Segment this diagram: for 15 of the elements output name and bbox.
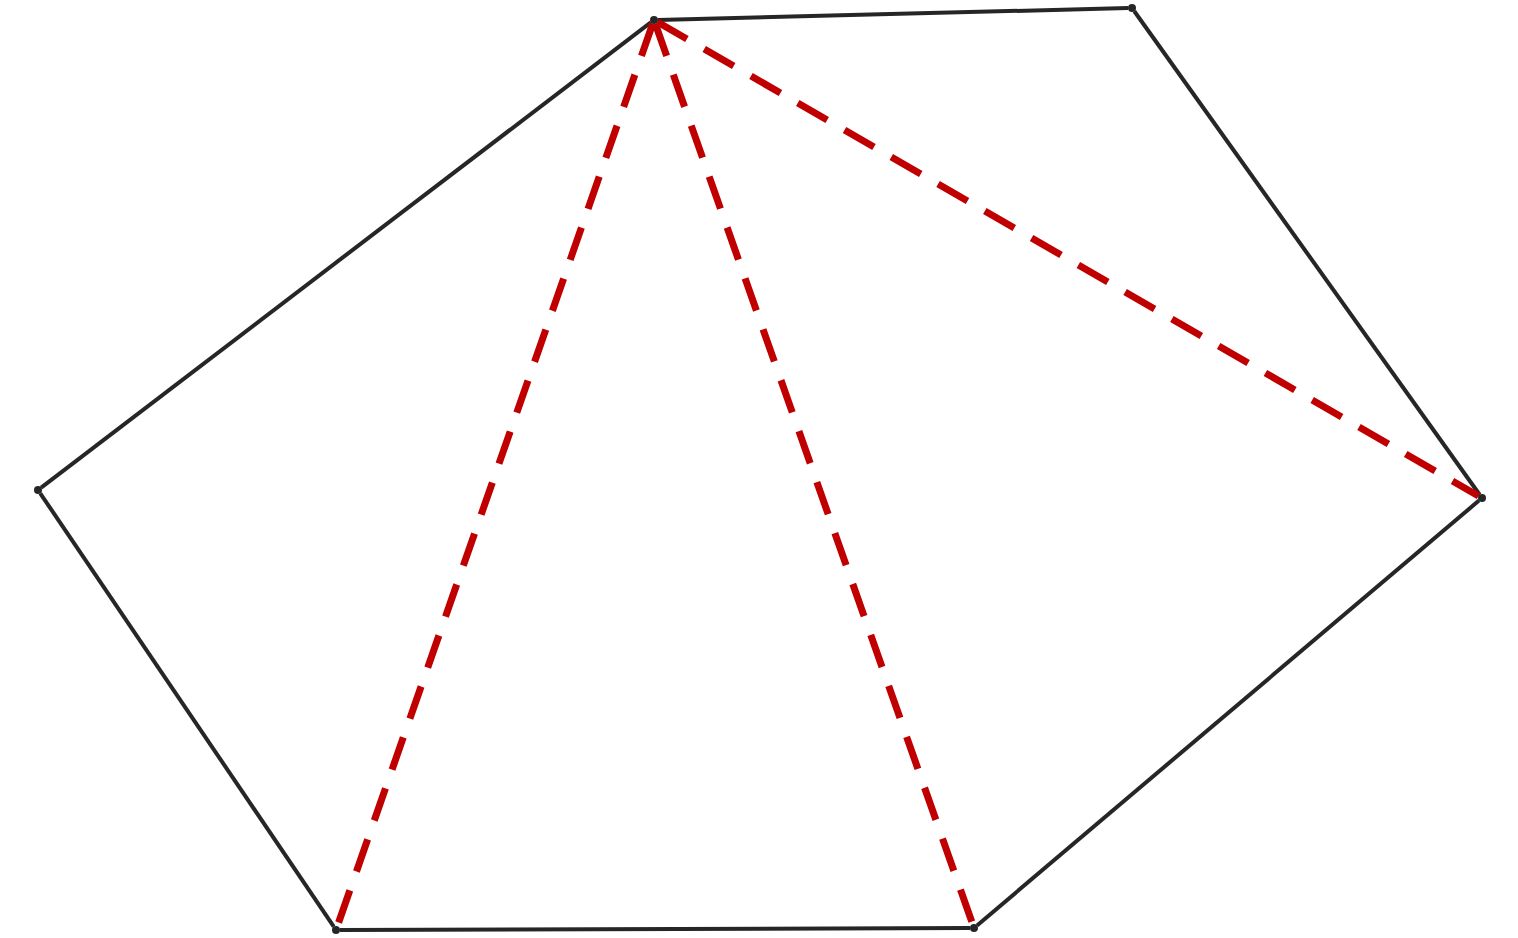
- vertex-dot: [34, 486, 42, 494]
- vertex-dot: [650, 16, 658, 24]
- vertex-dot: [1128, 4, 1136, 12]
- dashed-line: [655, 18, 1481, 500]
- line: [39, 20, 653, 490]
- line: [340, 926, 970, 932]
- dashed-line: [652, 22, 976, 926]
- vertex-dot: [332, 926, 340, 934]
- dashed-line: [334, 22, 656, 928]
- line: [1132, 10, 1482, 496]
- line: [975, 499, 1481, 927]
- vertex-dot: [1478, 494, 1486, 502]
- line: [657, 6, 1129, 22]
- vertex-dot: [970, 924, 978, 932]
- line: [38, 492, 336, 928]
